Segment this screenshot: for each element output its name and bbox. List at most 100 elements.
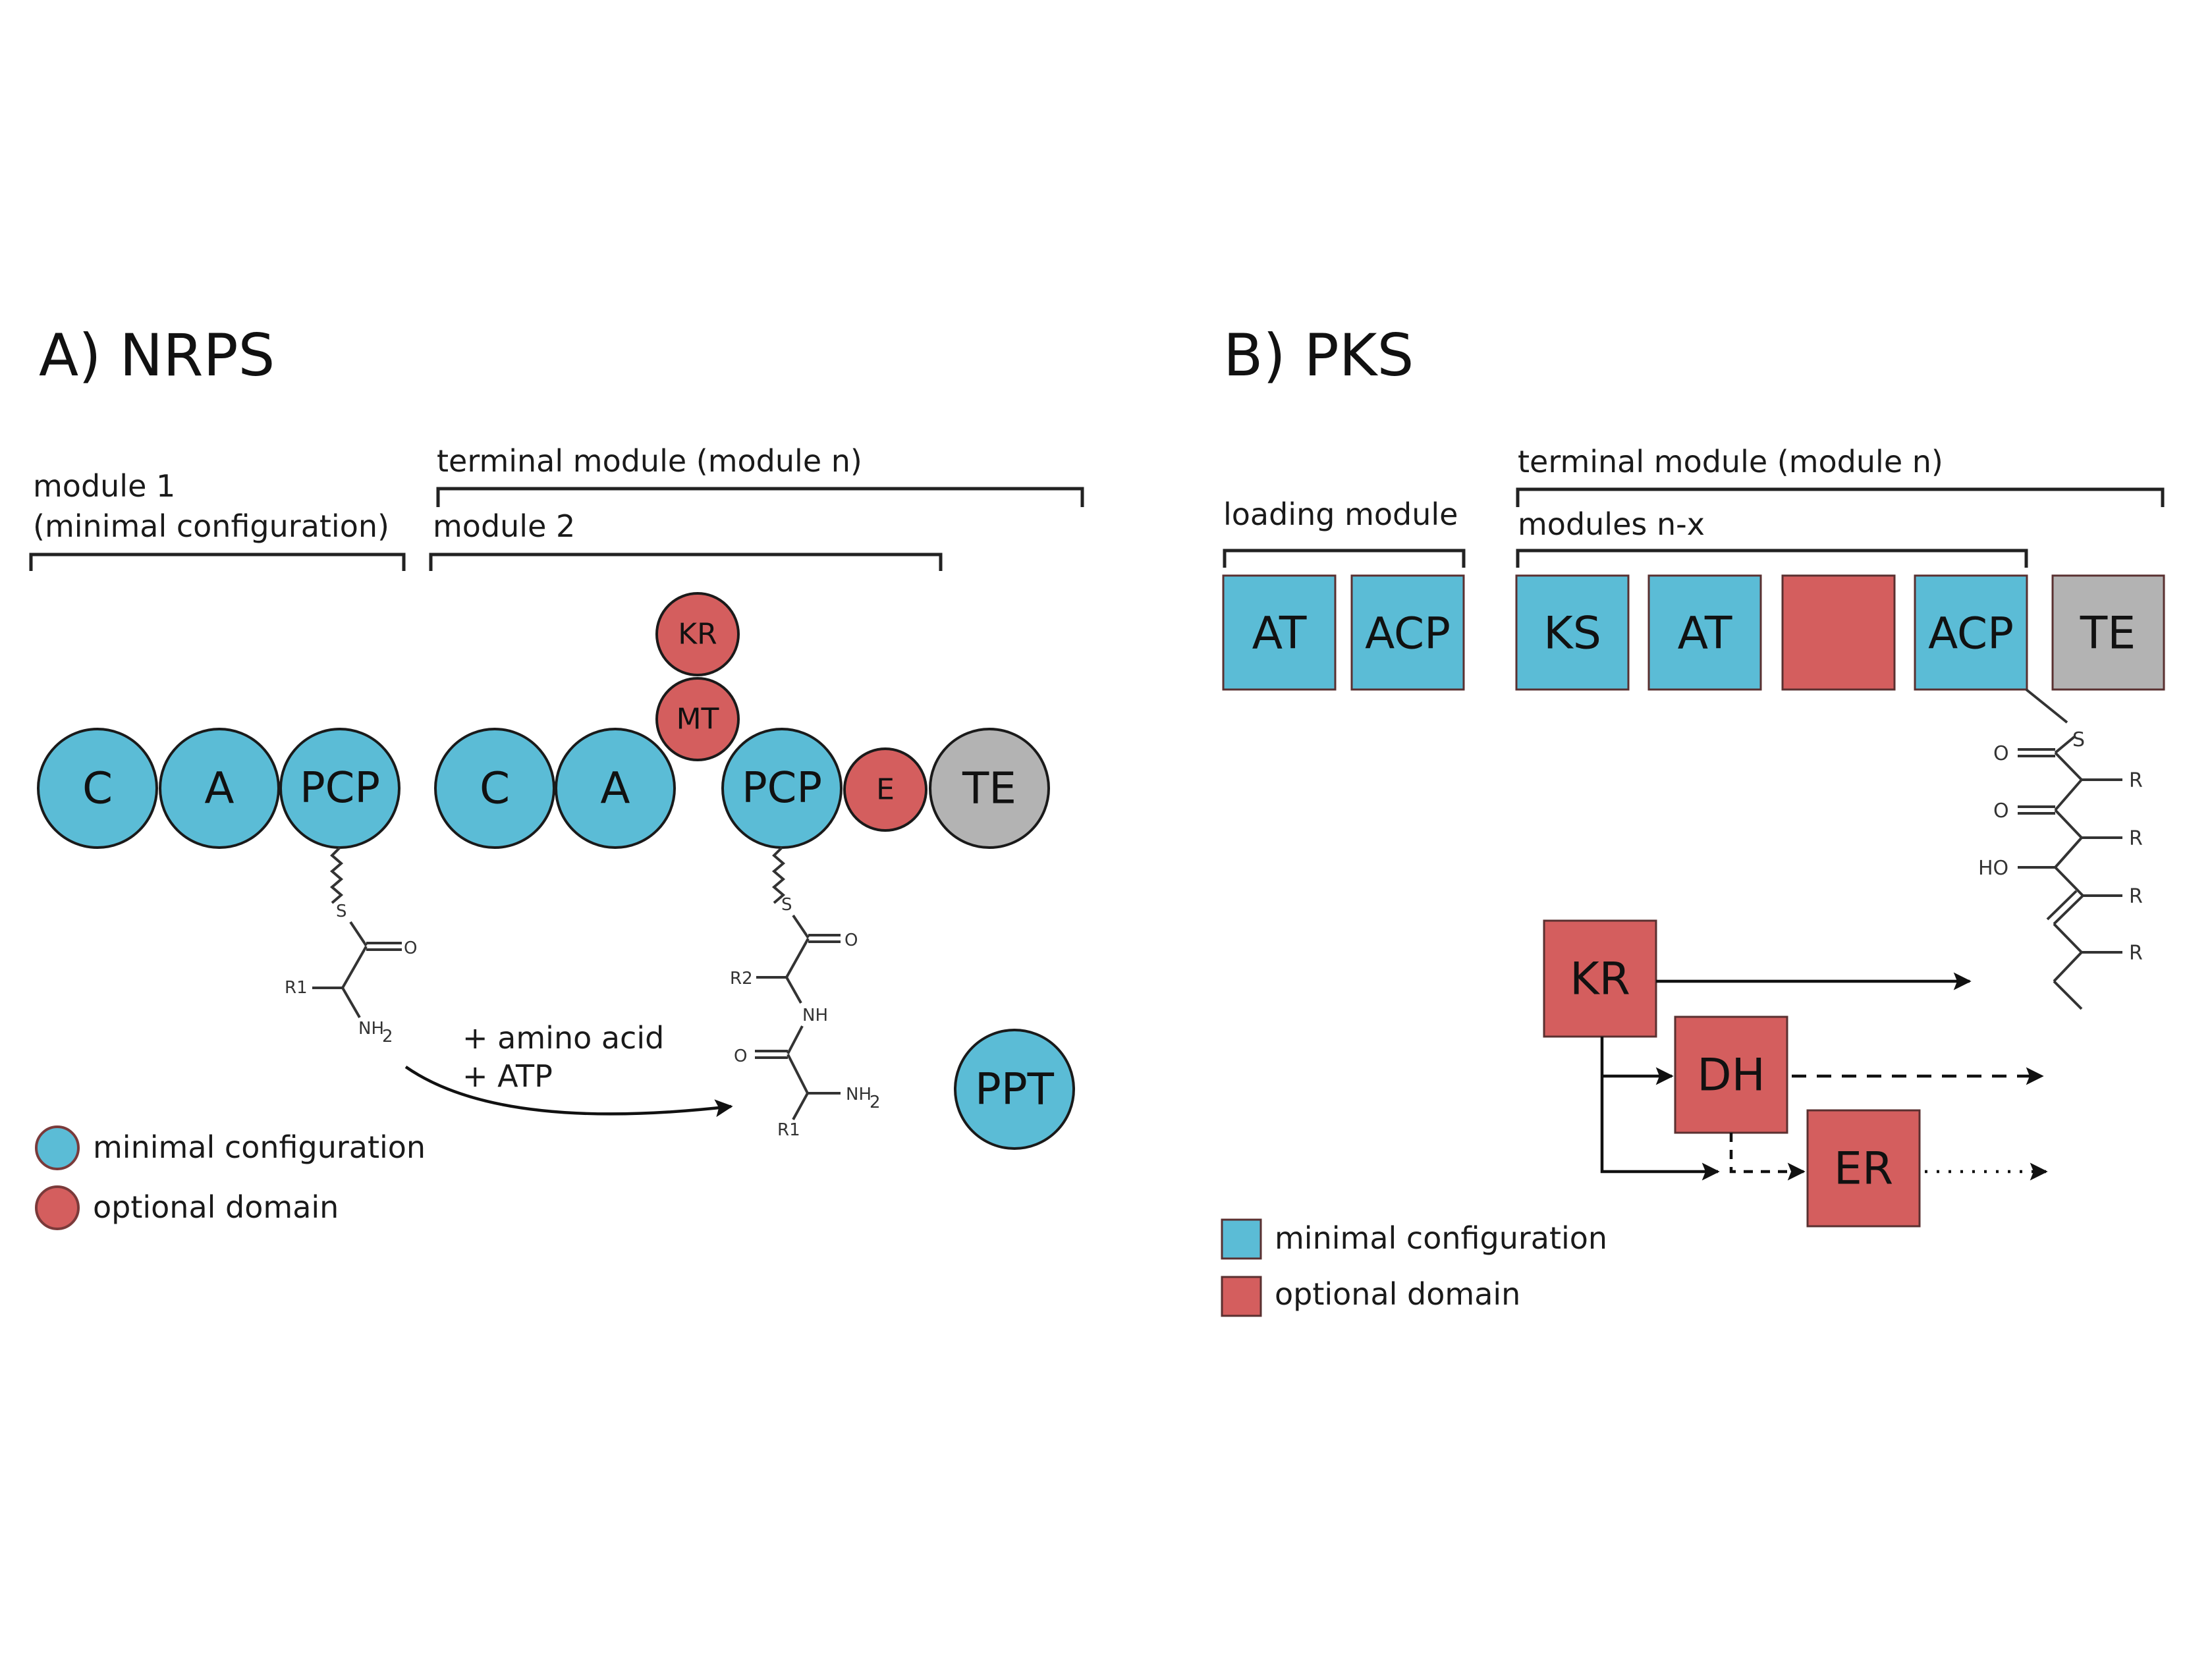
- svg-text:PCP: PCP: [300, 764, 380, 813]
- svg-text:NH: NH: [802, 1006, 828, 1025]
- pks-terminal-module-label: terminal module (module n): [1518, 444, 1943, 479]
- nrps-legend: minimal configuration optional domain: [35, 1125, 426, 1230]
- svg-text:PPT: PPT: [975, 1064, 1055, 1115]
- domain-te-nrps: TE: [929, 728, 1050, 849]
- svg-text:AT: AT: [1678, 608, 1732, 660]
- reaction-reagent-atp: + ATP: [462, 1058, 553, 1094]
- svg-text:S: S: [781, 895, 792, 915]
- domain-kr-nrps: KR: [655, 592, 740, 676]
- svg-text:O: O: [844, 931, 858, 950]
- reaction-arrow: [404, 1066, 733, 1118]
- terminal-module-bracket: [436, 487, 1084, 507]
- domain-ppt: PPT: [954, 1029, 1075, 1150]
- svg-text:TE: TE: [962, 763, 1016, 814]
- pks-title: B) PKS: [1223, 321, 1414, 389]
- svg-text:S: S: [336, 902, 347, 921]
- domain-at: AT: [1647, 574, 1762, 691]
- terminal-module-label: terminal module (module n): [437, 443, 862, 479]
- domain-e: E: [843, 747, 927, 832]
- svg-text:ACP: ACP: [1365, 609, 1451, 659]
- domain-dh: DH: [1674, 1016, 1788, 1134]
- svg-text:PCP: PCP: [742, 764, 822, 813]
- domain-a-2: A: [555, 728, 676, 849]
- domain-pcp-2: PCP: [721, 728, 843, 849]
- phosphopantetheine-linker: [329, 846, 344, 904]
- svg-text:R2: R2: [730, 969, 753, 989]
- svg-text:HO: HO: [1978, 857, 2008, 880]
- svg-text:R1: R1: [777, 1120, 800, 1140]
- legend-item-optional: optional domain: [35, 1185, 339, 1230]
- phosphopantetheine-linker-2: [771, 846, 786, 904]
- domain-er: ER: [1806, 1109, 1921, 1228]
- svg-text:O: O: [1993, 742, 2009, 765]
- legend-label-optional: optional domain: [93, 1189, 339, 1225]
- domain-pcp-1: PCP: [279, 728, 401, 849]
- svg-text:2: 2: [382, 1027, 393, 1046]
- domain-a-1: A: [159, 728, 280, 849]
- svg-text:S: S: [2072, 728, 2085, 751]
- svg-text:O: O: [1993, 799, 2009, 823]
- svg-text:C: C: [480, 763, 510, 814]
- svg-text:A: A: [204, 763, 234, 814]
- pks-legend: minimal configuration optional domain: [1221, 1218, 1607, 1317]
- svg-text:R: R: [2129, 942, 2143, 965]
- module2-bracket: [429, 553, 943, 571]
- loading-module-label: loading module: [1223, 497, 1458, 532]
- svg-text:ACP: ACP: [1928, 609, 2014, 659]
- svg-text:ER: ER: [1834, 1143, 1893, 1195]
- legend-item-minimal: minimal configuration: [35, 1125, 426, 1170]
- domain-kr-pks: KR: [1543, 919, 1657, 1038]
- dipeptidyl-thioester: S O R2 NH O NH 2 R1: [730, 846, 881, 1140]
- module2-label: module 2: [433, 508, 575, 544]
- svg-text:E: E: [876, 773, 895, 807]
- legend-swatch-optional: [35, 1185, 80, 1230]
- legend-swatch-minimal: [35, 1125, 80, 1170]
- domain-te-pks: TE: [2051, 574, 2165, 691]
- pks-legend-item-optional: optional domain: [1221, 1276, 1520, 1317]
- pks-legend-swatch-optional: [1221, 1276, 1262, 1317]
- svg-text:C: C: [82, 763, 113, 814]
- svg-text:MT: MT: [677, 703, 719, 736]
- svg-text:2: 2: [870, 1093, 881, 1112]
- legend-label-minimal: minimal configuration: [93, 1129, 426, 1165]
- pks-legend-item-minimal: minimal configuration: [1221, 1218, 1607, 1260]
- domain-ks: KS: [1515, 574, 1630, 691]
- reaction-reagent-amino-acid: + amino acid: [462, 1020, 664, 1056]
- domain-acp-loading: ACP: [1350, 574, 1465, 691]
- modules-nx-bracket: [1516, 549, 2028, 568]
- svg-text:R1: R1: [285, 978, 308, 998]
- domain-at-loading: AT: [1222, 574, 1337, 691]
- domain-optional-slot: [1781, 574, 1896, 691]
- svg-text:O: O: [404, 938, 417, 958]
- svg-text:TE: TE: [2080, 608, 2136, 660]
- svg-text:KR: KR: [1570, 954, 1630, 1006]
- dh-to-er-arrow: [1729, 1133, 1806, 1181]
- module1-label: module 1: [33, 468, 175, 504]
- modules-nx-label: modules n-x: [1518, 506, 1705, 542]
- nrps-title: A) NRPS: [39, 321, 275, 389]
- pks-panel: B) PKS terminal module (module n) loadin…: [1221, 321, 2165, 1317]
- svg-text:NH: NH: [846, 1085, 871, 1104]
- pks-legend-label-minimal: minimal configuration: [1275, 1220, 1607, 1256]
- module1-sublabel: (minimal configuration): [33, 508, 389, 544]
- domain-acp: ACP: [1914, 574, 2028, 691]
- polyketide-chain: S O R O R HO R R: [1978, 688, 2143, 1010]
- aminoacyl-thioester-1: S O R1 NH 2: [285, 846, 417, 1046]
- pks-legend-swatch-minimal: [1221, 1218, 1262, 1260]
- svg-text:NH: NH: [358, 1019, 384, 1039]
- svg-text:KR: KR: [678, 618, 717, 651]
- svg-text:DH: DH: [1697, 1050, 1765, 1102]
- svg-text:AT: AT: [1252, 608, 1307, 660]
- domain-mt: MT: [655, 677, 740, 761]
- loading-module-bracket: [1223, 549, 1466, 568]
- svg-text:O: O: [734, 1046, 747, 1066]
- pks-legend-label-optional: optional domain: [1275, 1276, 1520, 1312]
- svg-text:R: R: [2129, 769, 2143, 792]
- pks-terminal-module-bracket: [1516, 487, 2165, 507]
- module1-bracket: [29, 553, 406, 571]
- kr-to-er-arrow: [1600, 1037, 1720, 1181]
- domain-c-1: C: [37, 728, 158, 849]
- svg-text:KS: KS: [1543, 608, 1601, 660]
- svg-text:R: R: [2129, 827, 2143, 850]
